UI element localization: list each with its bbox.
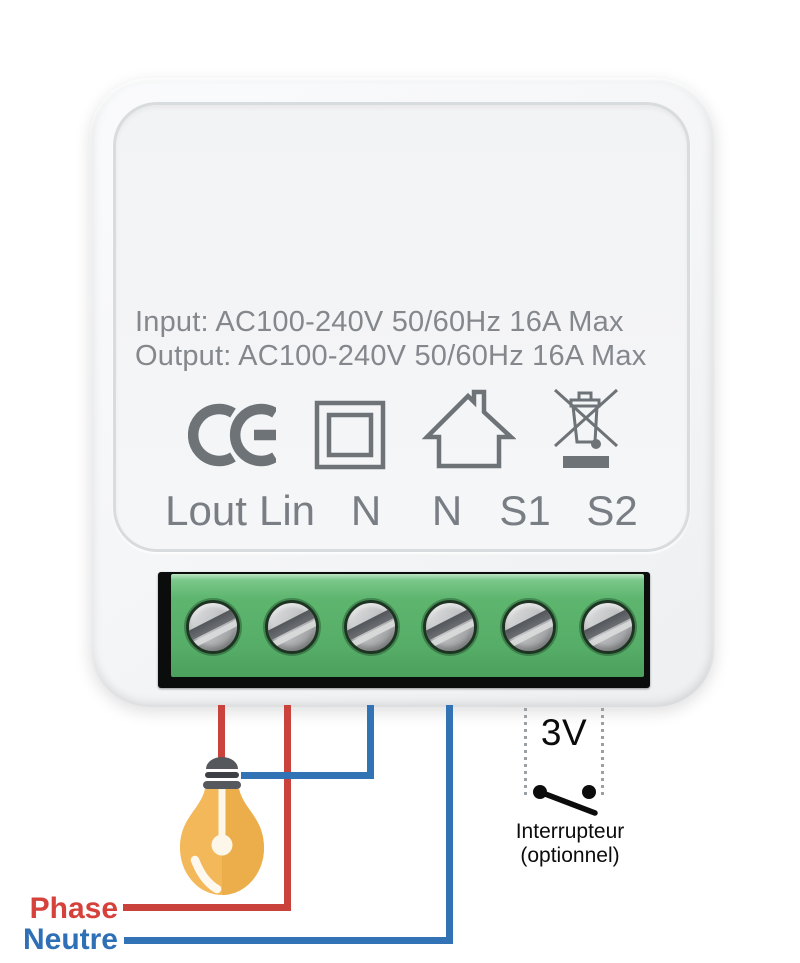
indoor-use-house-icon [422, 387, 516, 469]
wire-n1-to-bulb [241, 772, 374, 779]
wire-neutral-horizontal [124, 937, 453, 944]
device-inner-panel [113, 102, 690, 552]
wire-s1-dotted [524, 708, 527, 796]
spec-output-line: Output: AC100-240V 50/60Hz 16A Max [135, 340, 647, 372]
light-bulb-icon [170, 750, 280, 905]
terminal-label-lin: Lin [258, 487, 316, 534]
terminal-label-lout: Lout [165, 487, 247, 534]
weee-crossed-bin-icon [551, 386, 623, 470]
terminal-block [158, 572, 650, 688]
wire-s2-dotted [601, 708, 604, 796]
neutral-label: Neutre [22, 923, 118, 956]
class-ii-insulation-icon [314, 400, 386, 470]
switch-caption: Interrupteur (optionnel) [516, 820, 625, 868]
terminal-label-s2: S2 [586, 487, 638, 534]
wire-phase-horizontal [123, 904, 291, 911]
switch-voltage-label: 3V [540, 712, 588, 753]
wire-n2-vertical [446, 705, 453, 944]
terminal-screw-n1 [344, 600, 398, 654]
wire-n1-vertical [367, 705, 374, 779]
spec-input-line: Input: AC100-240V 50/60Hz 16A Max [135, 306, 624, 338]
ce-mark-icon [188, 400, 276, 470]
terminal-label-n2: N [431, 487, 463, 534]
terminal-label-s1: S1 [499, 487, 551, 534]
switch-caption-line2: (optionnel) [520, 844, 620, 867]
terminal-screw-lin [265, 600, 319, 654]
wire-lout-to-bulb [218, 705, 225, 762]
switch-caption-line1: Interrupteur [515, 820, 625, 843]
phase-label: Phase [29, 892, 118, 925]
wire-lin-vertical [284, 705, 291, 911]
terminal-screw-s2 [581, 600, 635, 654]
terminal-screw-n2 [423, 600, 477, 654]
terminal-screw-lout [186, 600, 240, 654]
terminal-screw-s1 [502, 600, 556, 654]
terminal-label-n1: N [350, 487, 382, 534]
spec-text: Input: AC100-240V 50/60Hz 16A Max Output… [135, 305, 646, 373]
terminal-block-green [171, 574, 644, 677]
switch-symbol-icon [522, 776, 612, 826]
